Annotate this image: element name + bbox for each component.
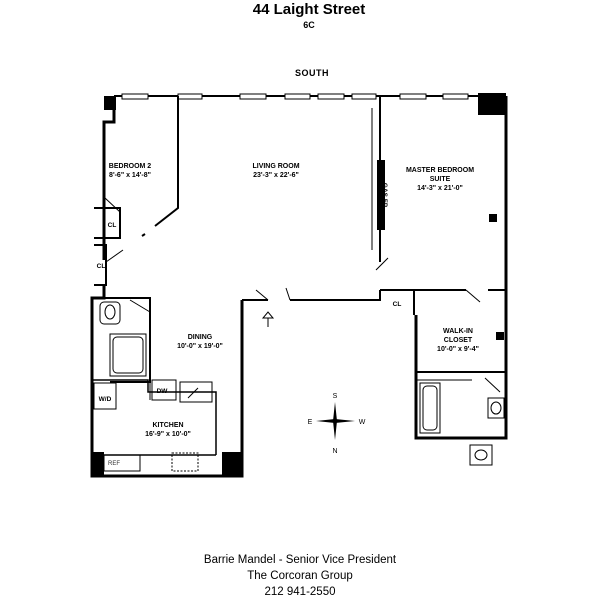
living-room-dims: 23'-3" x 22'-6" (253, 172, 299, 179)
washer-dryer-label: W/D (99, 396, 112, 403)
master-bedroom-dims: 14'-3" x 21'-0" (417, 185, 463, 192)
refrigerator-label: REF (108, 461, 120, 467)
walkin-closet-name: WALK-IN (443, 328, 473, 335)
dishwasher-label: DW (157, 388, 169, 395)
gas-fireplace-label: GAS FP (381, 183, 388, 208)
kitchen-name: KITCHEN (152, 422, 183, 429)
walkin-closet-dims: 10'-0" x 9'-4" (437, 346, 479, 353)
compass-icon (316, 402, 355, 440)
agent-phone: 212 941-2550 (264, 586, 336, 598)
bedroom2-name: BEDROOM 2 (109, 163, 152, 170)
bedroom2-dims: 8'-6" x 14'-8" (109, 172, 151, 179)
agent-name: Barrie Mandel - Senior Vice President (203, 554, 397, 566)
agent-footer: Barrie Mandel - Senior Vice President Th… (204, 552, 396, 600)
dining-name: DINING (188, 334, 213, 341)
living-room-name: LIVING ROOM (252, 163, 299, 170)
master-bedroom-name: MASTER BEDROOM (406, 167, 474, 174)
orientation-label: SOUTH (295, 68, 329, 78)
master-bedroom-suite: SUITE (430, 176, 451, 183)
bedroom-closet-label: CL (108, 222, 117, 229)
walkin-closet-line2: CLOSET (444, 337, 473, 344)
dining-dims: 10'-0" x 19'-0" (177, 343, 223, 350)
compass-south-label: S (333, 393, 338, 400)
agency-name: The Corcoran Group (247, 570, 353, 582)
kitchen-dims: 16'-9" x 10'-0" (145, 431, 191, 438)
master-closet-label: CL (393, 301, 402, 308)
compass-west-label: W (359, 419, 366, 426)
compass-east-label: E (308, 419, 313, 426)
entry-arrow-icon (261, 311, 275, 327)
hall-closet-label: CL (97, 263, 106, 270)
listing-title: 44 Laight Street (252, 1, 366, 18)
unit-number: 6C (303, 20, 315, 30)
compass-north-label: N (332, 448, 337, 455)
